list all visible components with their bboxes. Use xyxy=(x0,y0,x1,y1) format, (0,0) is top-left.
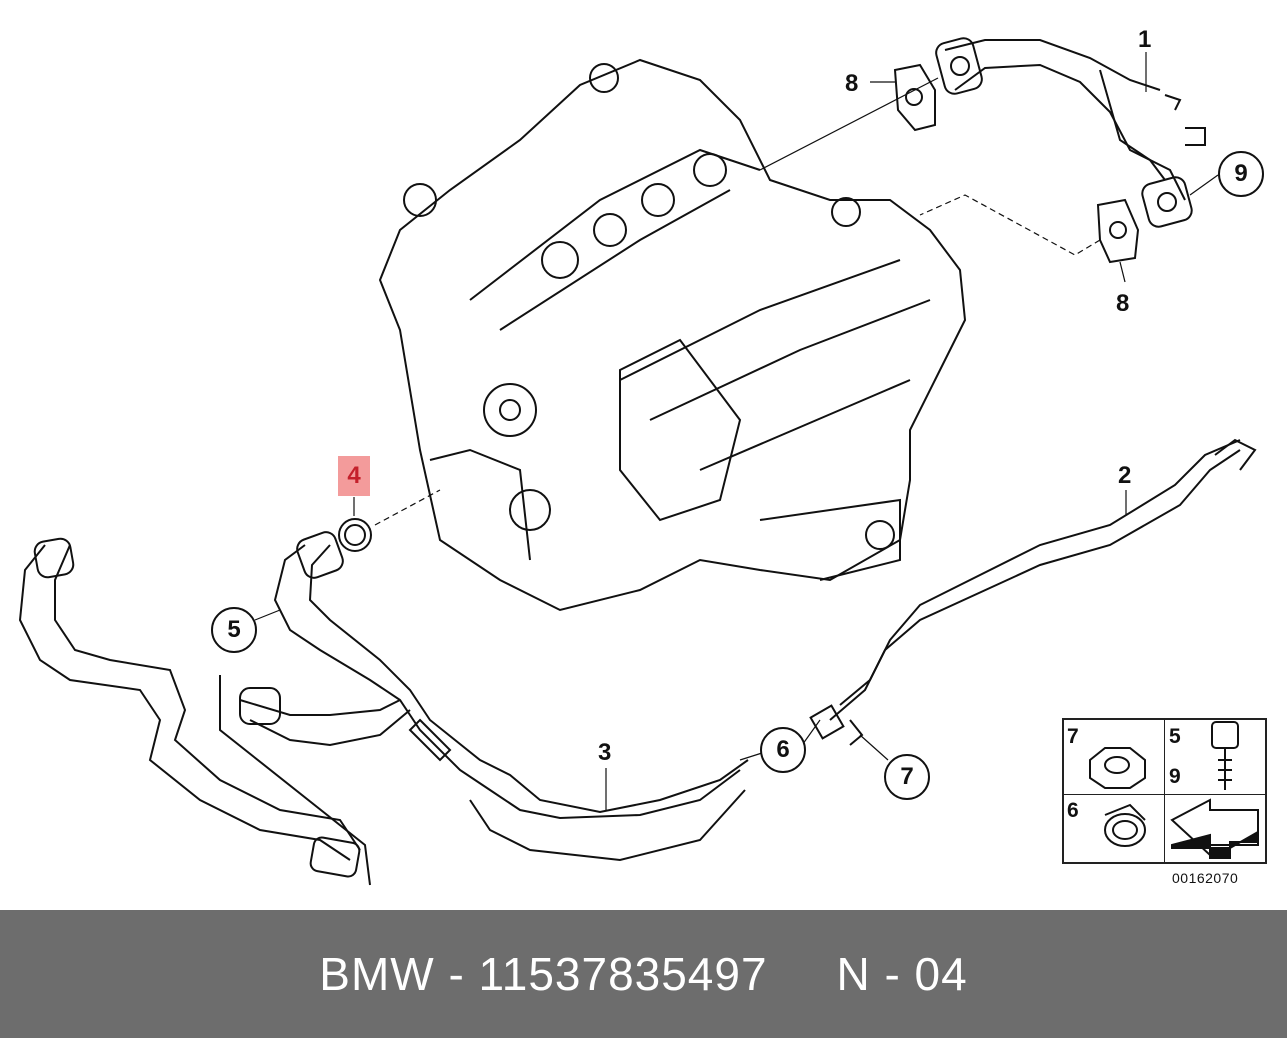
legend-icons xyxy=(1089,721,1259,859)
engine-block-illustration xyxy=(378,58,967,612)
diagram-id: 00162070 xyxy=(1172,870,1239,886)
callout-part-5: 5 xyxy=(211,607,257,653)
legend-label-bolt-b: 9 xyxy=(1169,765,1181,788)
legend-label-bolt-a: 5 xyxy=(1169,725,1181,748)
nut-icon xyxy=(1089,747,1146,789)
legend-cell-arrow xyxy=(1164,794,1266,863)
left-hose-illustration xyxy=(18,537,371,886)
legend-label-clamp: 6 xyxy=(1067,799,1079,822)
callout-part-8-top: 8 xyxy=(845,70,859,97)
parts-diagram xyxy=(18,37,1259,886)
legend-label-nut: 7 xyxy=(1067,725,1079,748)
callout-part-7: 7 xyxy=(884,754,930,800)
callout-part-4-highlighted: 4 xyxy=(338,456,370,496)
hoses-3-5-illustration xyxy=(239,518,749,862)
pipe-1-illustration xyxy=(935,37,1206,228)
arrow-icon xyxy=(1170,798,1259,859)
callout-part-8-bottom: 8 xyxy=(1116,290,1130,317)
callout-part-3: 3 xyxy=(598,739,612,766)
callout-part-1: 1 xyxy=(1138,26,1152,53)
bolt-icon xyxy=(1211,721,1239,790)
callout-part-6: 6 xyxy=(760,727,806,773)
callout-part-9: 9 xyxy=(1218,151,1264,197)
leader-lines xyxy=(254,52,1219,810)
footer-part-number: BMW - 11537835497 N - 04 xyxy=(319,948,968,1000)
hardware-legend: 7 5 9 6 xyxy=(1062,718,1267,864)
pipe-2-illustration xyxy=(809,438,1257,746)
footer-banner: BMW - 11537835497 N - 04 xyxy=(0,910,1287,1038)
callout-part-2: 2 xyxy=(1118,462,1132,489)
clamp-icon xyxy=(1104,803,1146,847)
